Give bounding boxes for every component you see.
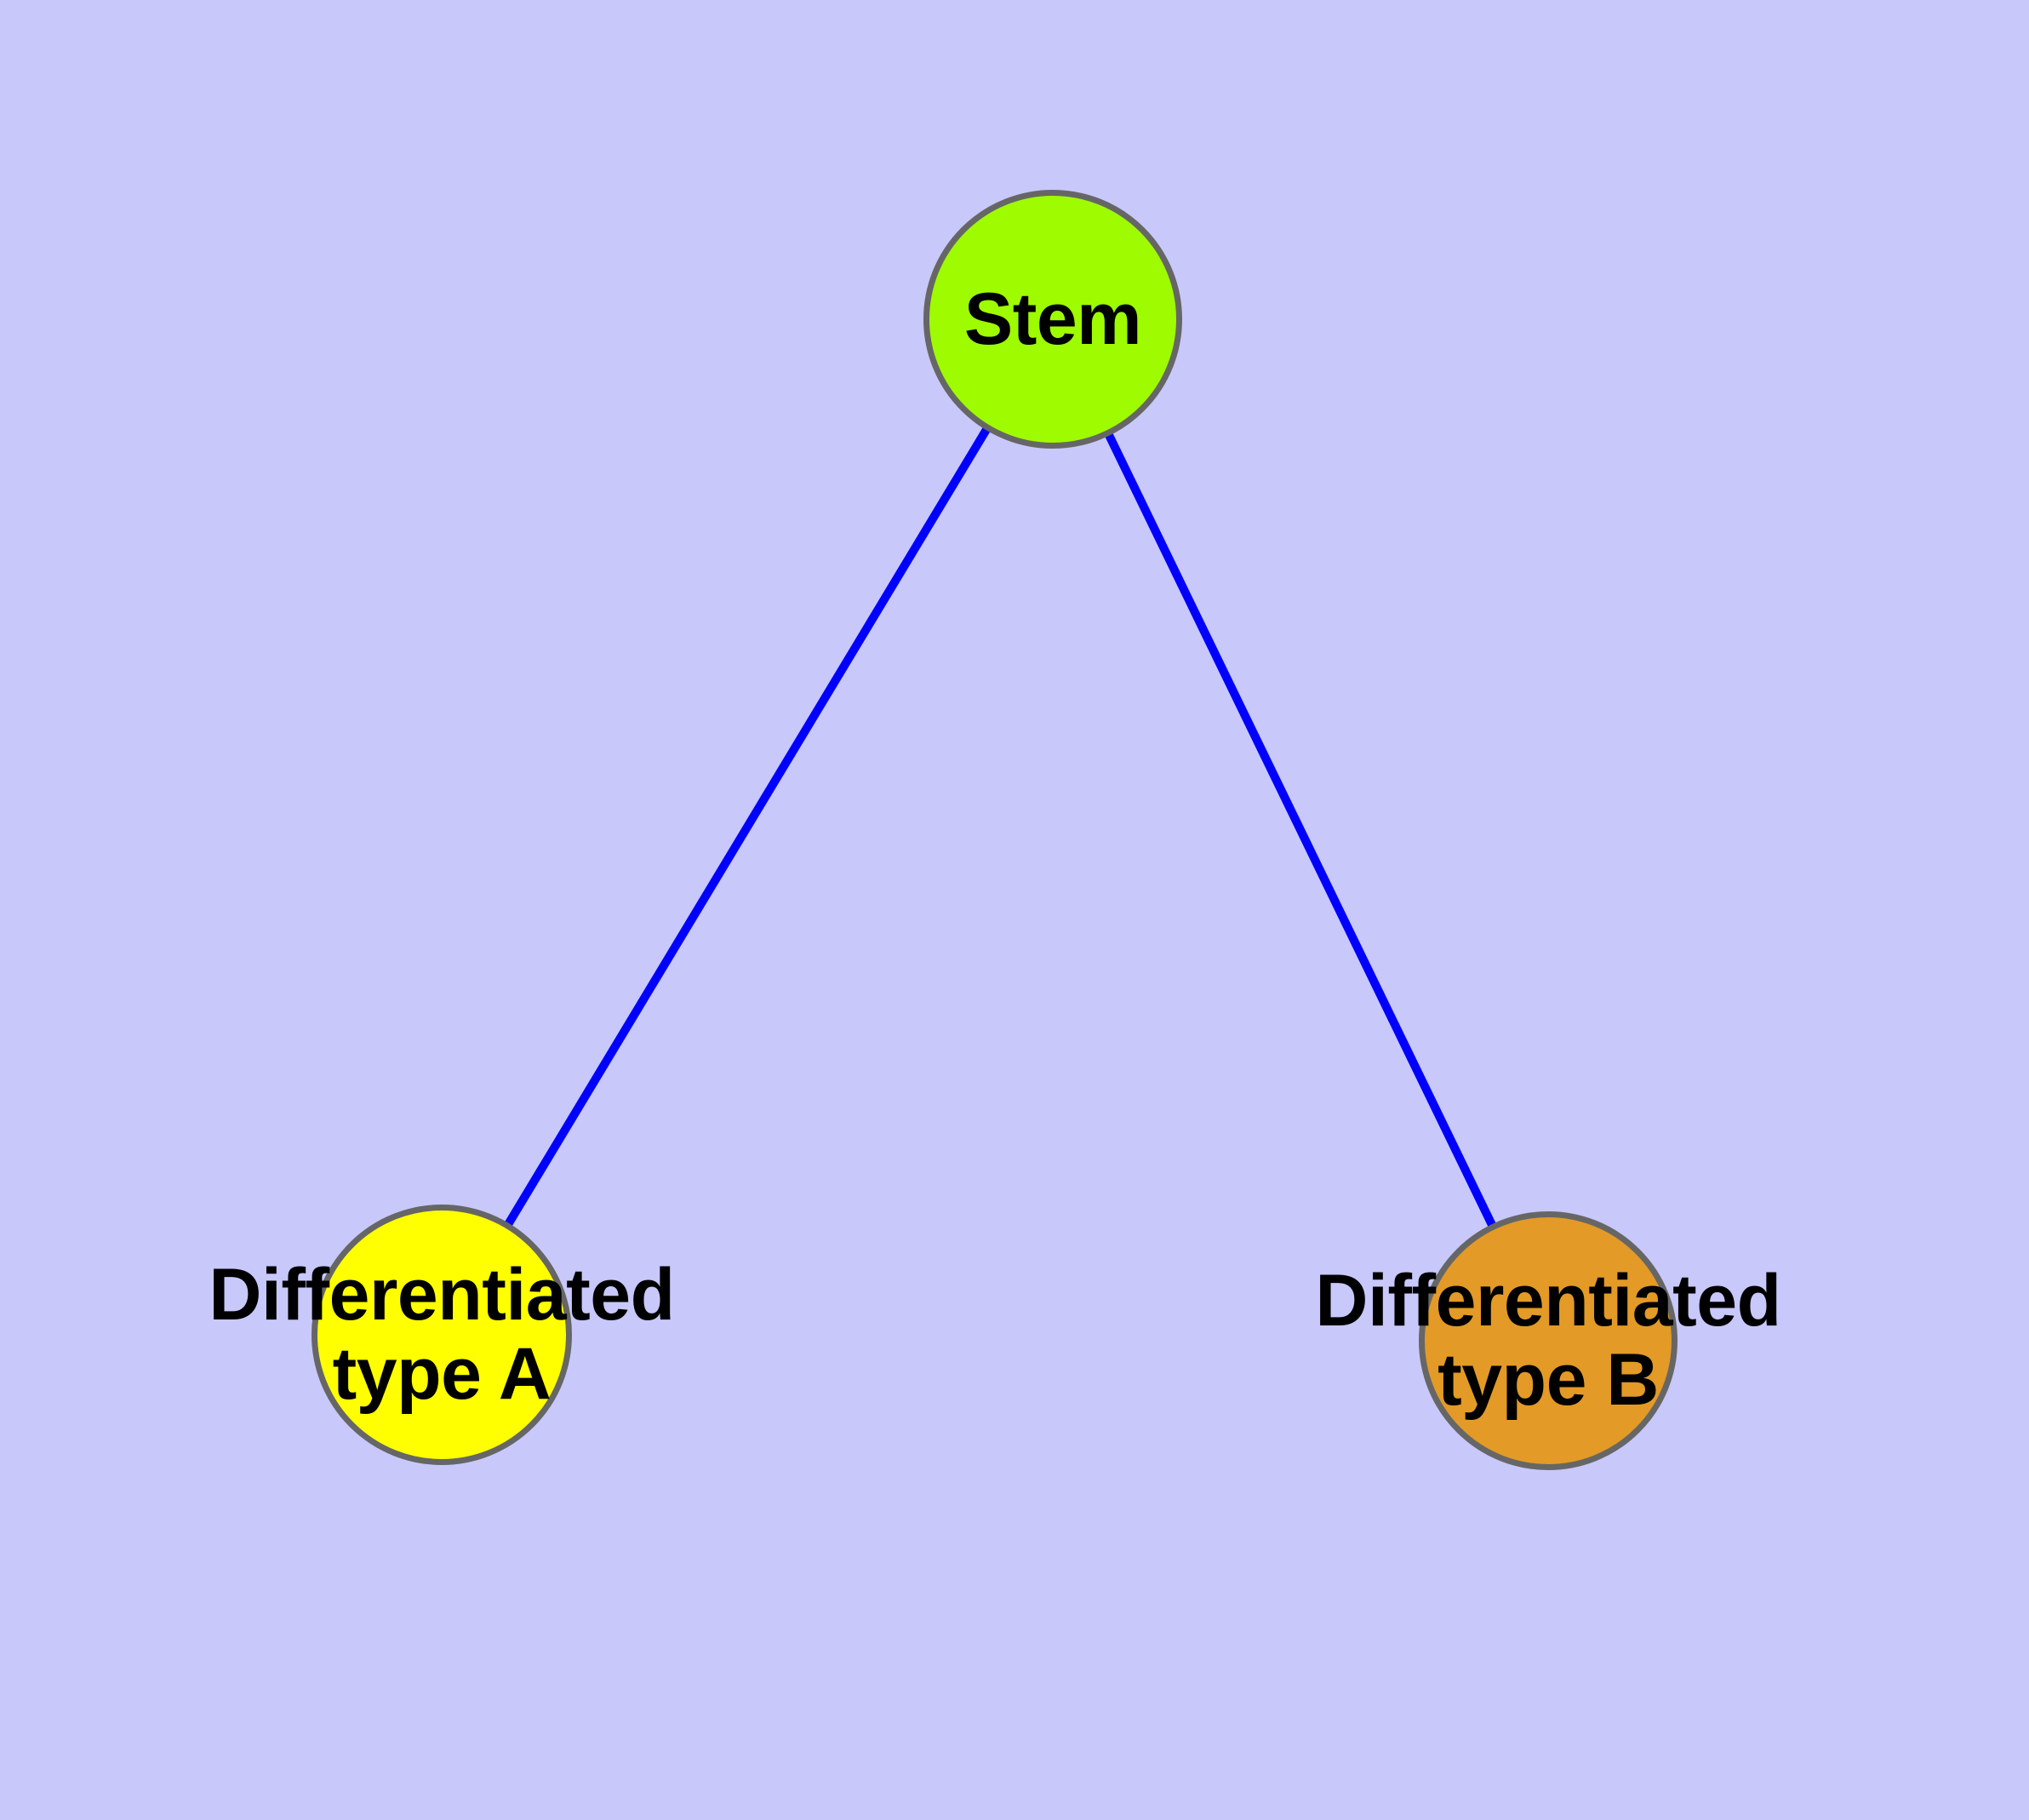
node-differentiated-type-a[interactable]	[311, 1205, 572, 1465]
edge-stem-to-differentiated-type-b	[1049, 317, 1552, 1343]
node-differentiated-type-b[interactable]	[1419, 1211, 1677, 1470]
node-differentiated-type-b-circle[interactable]	[1419, 1211, 1677, 1470]
node-differentiated-type-a-circle[interactable]	[311, 1205, 572, 1465]
node-stem-circle[interactable]	[923, 190, 1182, 449]
node-stem[interactable]	[923, 190, 1182, 449]
edge-stem-to-differentiated-type-a	[437, 317, 1057, 1337]
